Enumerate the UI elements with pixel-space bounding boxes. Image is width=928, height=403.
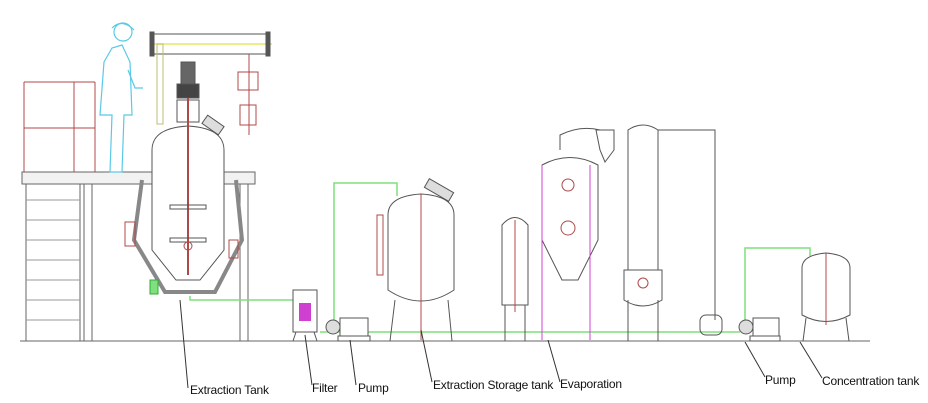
- pump-2: [738, 317, 781, 342]
- label-pump-2: Pump: [765, 373, 796, 387]
- label-extraction-tank: Extraction Tank: [190, 383, 269, 397]
- label-leader-lines: [179, 299, 823, 389]
- concentration-tank: [801, 252, 851, 342]
- label-concentration-tank: Concentration tank: [822, 374, 920, 388]
- extraction-tank: [124, 61, 245, 295]
- filter: [292, 289, 318, 342]
- label-pump-1: Pump: [358, 381, 389, 395]
- label-extraction-storage-tank: Extraction Storage tank: [433, 378, 554, 392]
- label-filter: Filter: [312, 381, 338, 395]
- process-piping: [189, 182, 811, 333]
- extraction-storage-tank: [376, 177, 455, 342]
- operator-figure-icon: [99, 22, 143, 173]
- separation-column: [623, 124, 723, 341]
- label-evaporation: Evaporation: [560, 377, 622, 391]
- preheater-tank: [501, 217, 529, 341]
- condenser: [149, 31, 272, 135]
- evaporator: [541, 127, 615, 340]
- pump-1: [325, 317, 371, 342]
